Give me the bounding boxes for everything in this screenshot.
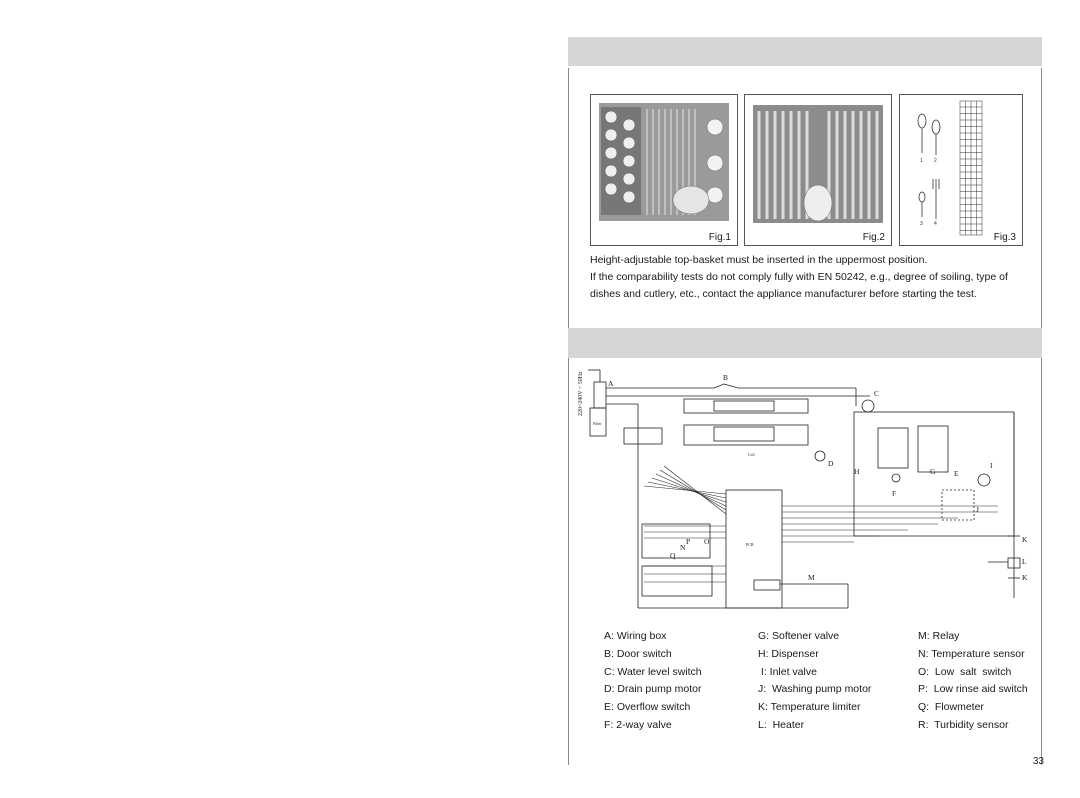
cutlery-grid-rows	[960, 106, 982, 231]
figure-3-cutlery-basket: 1 2 3 4 Fig.3	[899, 94, 1023, 246]
label-H: H	[854, 467, 860, 476]
legend-item: K: Temperature limiter	[758, 701, 861, 714]
legend-item: B: Door switch	[604, 647, 672, 660]
label-E: E	[954, 469, 959, 478]
legend-item: C: Water level switch	[604, 665, 702, 678]
legend-item: M: Relay	[918, 630, 960, 642]
utensil-number-3: 3	[920, 221, 923, 227]
legend-item: N: Temperature sensor	[918, 647, 1025, 660]
relay-symbol	[753, 579, 781, 591]
two-way-valve-symbol	[891, 473, 901, 483]
legend-item: H: Dispenser	[758, 647, 819, 660]
pcb-label: PCB	[746, 542, 754, 547]
door-switch-symbol	[713, 383, 739, 389]
manual-page: Fig.1 Fig.2	[568, 0, 1042, 798]
legend-item: Q: Flowmeter	[918, 701, 984, 714]
inlet-valve-box	[941, 489, 975, 521]
label-N: N	[680, 543, 686, 552]
label-G: G	[930, 467, 936, 476]
heater-symbol	[1007, 557, 1021, 569]
wiring-diagram: 220~240V ~ 50Hz A B C D E F G H I J K L …	[578, 369, 1028, 609]
legend-item: P: Low rinse aid switch	[918, 683, 1028, 696]
legend-column-1: A: Wiring box B: Door switch C: Water le…	[604, 628, 702, 735]
instruction-paragraph-1: Height-adjustable top-basket must be ins…	[590, 254, 928, 266]
water-level-switch-symbol	[861, 399, 875, 413]
figure-2-bottom-basket: Fig.2	[744, 94, 892, 246]
pcb-board	[725, 489, 783, 609]
legend-item: G: Softener valve	[758, 630, 840, 642]
instruction-paragraph-2: If the comparability tests do not comply…	[590, 271, 1008, 300]
legend-item: E: Overflow switch	[604, 701, 691, 714]
right-margin-rule	[1041, 68, 1042, 765]
top-basket-photo-icon	[599, 103, 729, 221]
cn3-label: Cn3	[748, 452, 755, 457]
figure-3-caption: Fig.3	[993, 232, 1016, 243]
legend-column-3: M: Relay N: Temperature sensor O: Low sa…	[918, 628, 1028, 735]
legend-item: I: Inlet valve	[758, 665, 817, 678]
section-header-bar	[568, 37, 1042, 66]
page-number: 33	[1032, 756, 1044, 767]
label-J: J	[976, 505, 979, 514]
label-C: C	[874, 389, 879, 398]
legend-item: D: Drain pump motor	[604, 683, 702, 696]
legend-item: L: Heater	[758, 718, 805, 731]
legend-item: A: Wiring box	[604, 630, 667, 642]
label-P: P	[686, 537, 690, 546]
bottom-basket-photo-icon	[753, 105, 883, 223]
left-margin-rule	[568, 68, 569, 765]
legend-item: R: Turbidity sensor	[918, 718, 1009, 731]
label-B: B	[723, 373, 728, 382]
legend-item: F: 2-way valve	[604, 718, 672, 731]
label-F: F	[892, 489, 896, 498]
figure-1-caption: Fig.1	[708, 232, 731, 243]
utensil-number-2: 2	[934, 158, 937, 164]
label-A: A	[608, 379, 614, 388]
supply-voltage-label: 220~240V ~ 50Hz	[578, 371, 584, 416]
cutlery-basket-diagram-icon: 1 2 3 4	[917, 100, 983, 236]
label-K-top: K	[1022, 535, 1028, 544]
section-header-bar-2	[568, 328, 1042, 358]
drain-pump-symbol	[814, 450, 826, 462]
legend-item: O: Low salt switch	[918, 665, 1012, 678]
label-O: O	[704, 537, 710, 546]
filter-box	[589, 407, 607, 437]
label-Q: Q	[670, 551, 676, 560]
label-M: M	[808, 573, 815, 582]
label-L: L	[1022, 557, 1027, 566]
filter-label: Filter	[593, 421, 602, 426]
washing-pump-symbol	[977, 473, 991, 487]
label-D: D	[828, 459, 834, 468]
label-I: I	[990, 461, 993, 470]
figure-2-caption: Fig.2	[862, 232, 885, 243]
utensil-number-4: 4	[934, 221, 937, 227]
figure-1-top-basket: Fig.1	[590, 94, 738, 246]
wiring-box	[593, 381, 607, 409]
utensil-number-1: 1	[920, 158, 923, 164]
legend-item: J: Washing pump motor	[758, 683, 872, 696]
label-K-bottom: K	[1022, 573, 1028, 582]
legend-column-2: G: Softener valve H: Dispenser I: Inlet …	[758, 628, 871, 735]
